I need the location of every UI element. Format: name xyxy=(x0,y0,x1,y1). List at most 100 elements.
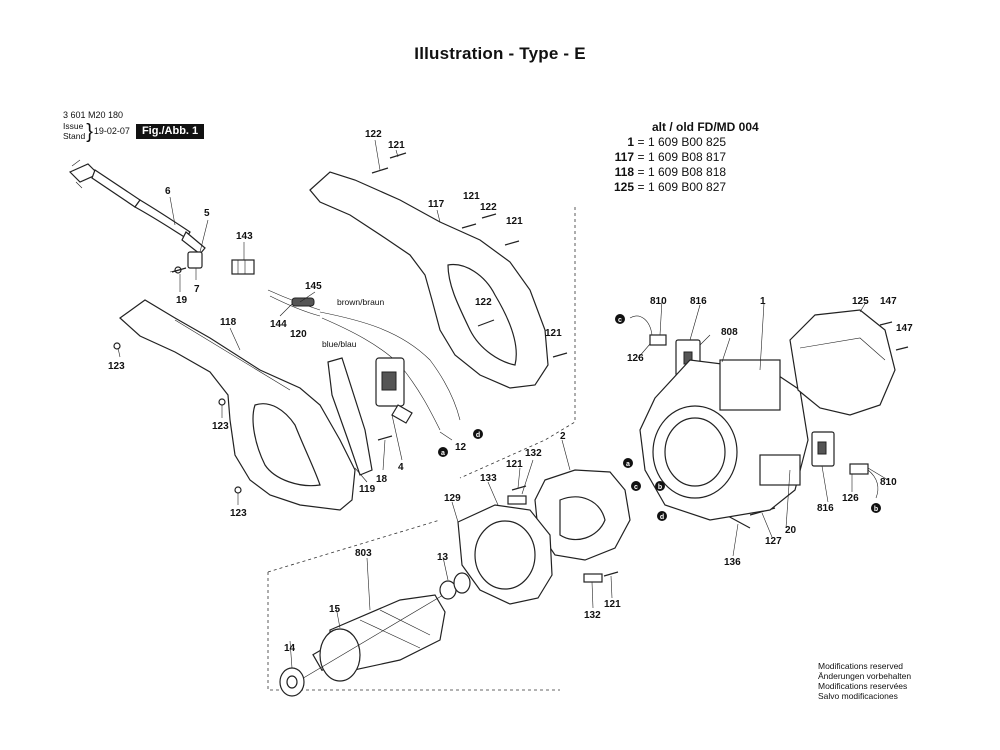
part-label: 810 xyxy=(650,296,667,307)
alt-old-key: 117 xyxy=(614,150,634,164)
power-cord-part xyxy=(68,159,206,255)
alt-old-heading: alt / old FD/MD 004 xyxy=(652,120,759,134)
part-label: 4 xyxy=(398,462,404,473)
handle-half-118-part xyxy=(119,299,356,511)
part-label: 123 xyxy=(230,508,247,519)
housing-shell-117-part xyxy=(309,171,549,389)
modifications-line: Modifications reservées xyxy=(818,681,908,691)
part-label: 143 xyxy=(236,231,253,242)
part-label: 121 xyxy=(506,216,523,227)
part-label: 7 xyxy=(194,284,200,295)
part-label: 1 xyxy=(760,296,766,307)
part-label: 121 xyxy=(463,191,480,202)
part-label: 126 xyxy=(842,493,859,504)
part-label: 121 xyxy=(604,599,621,610)
svg-text:c: c xyxy=(618,317,622,324)
part-label: 123 xyxy=(212,421,229,432)
part-label: 123 xyxy=(108,361,125,372)
part-label: 13 xyxy=(437,552,449,563)
svg-text:b: b xyxy=(658,484,662,491)
part-label: 816 xyxy=(690,296,707,307)
part-label: 122 xyxy=(480,202,497,213)
part-label: 803 xyxy=(355,548,372,559)
svg-text:c: c xyxy=(634,484,638,491)
leader-lines xyxy=(117,139,889,669)
switch-part xyxy=(375,357,413,424)
stand-label: Stand xyxy=(63,130,86,141)
part-label: 18 xyxy=(376,474,388,485)
cord-clamp-part xyxy=(169,251,203,274)
tag-c-icon: c xyxy=(615,314,625,324)
fan-baffle-133-part xyxy=(457,504,553,605)
tag-a-icon: a xyxy=(623,458,633,468)
svg-text:d: d xyxy=(476,432,480,439)
svg-text:a: a xyxy=(441,450,445,457)
part-label: 20 xyxy=(785,525,797,536)
brush-retainers-132-part xyxy=(507,495,603,583)
part-label: 15 xyxy=(329,604,341,615)
blue-wire-label: blue/blau xyxy=(322,339,357,349)
brace-icon: } xyxy=(86,120,93,143)
part-label: 122 xyxy=(365,129,382,140)
alt-old-key: 125 xyxy=(613,180,634,194)
part-labels: 122 121 117 121 122 121 12 122 121 6 5 1… xyxy=(108,129,913,654)
modifications-line: Modifications reserved xyxy=(818,661,904,671)
illustration-title: Illustration - Type - E xyxy=(414,44,586,63)
modifications-note: Modifications reserved Änderungen vorbeh… xyxy=(818,661,911,701)
figure-badge: Fig./Abb. 1 xyxy=(135,124,205,139)
alt-old-value: 1 609 B08 817 xyxy=(648,150,727,164)
terminal-block-part xyxy=(231,259,255,275)
svg-text:a: a xyxy=(626,461,630,468)
brush-holder-816b-part xyxy=(811,431,835,467)
modifications-line: Änderungen vorbehalten xyxy=(818,671,912,681)
part-label: 125 xyxy=(852,296,869,307)
alt-old-table: alt / old FD/MD 004 1=1 609 B00 825 117=… xyxy=(600,120,759,195)
part-label: 5 xyxy=(204,208,210,219)
part-number: 3 601 M20 180 xyxy=(63,110,124,120)
carbon-brush-810-part xyxy=(629,315,667,346)
svg-text:d: d xyxy=(660,514,664,521)
tag-d-icon: d xyxy=(657,511,667,521)
alt-old-value: 1 609 B00 825 xyxy=(648,135,727,149)
part-label: 132 xyxy=(584,610,601,621)
alt-old-key: 1 xyxy=(627,135,634,149)
issue-date: 19-02-07 xyxy=(93,126,130,136)
part-label: 117 xyxy=(428,199,445,210)
part-label: 121 xyxy=(506,459,523,470)
part-label: 19 xyxy=(176,295,188,306)
part-label: 144 xyxy=(270,319,287,330)
part-label: 12 xyxy=(455,442,467,453)
document-header: 3 601 M20 180 Issue Stand } 19-02-07 Fig… xyxy=(63,110,205,143)
part-label: 145 xyxy=(305,281,322,292)
motor-housing-part xyxy=(639,359,809,521)
group-frame-lower-diag xyxy=(267,519,441,573)
part-label: 132 xyxy=(525,448,542,459)
field-coil-part xyxy=(534,469,631,561)
armature-part xyxy=(299,584,461,682)
part-label: 816 xyxy=(817,503,834,514)
part-label: 810 xyxy=(880,477,897,488)
part-label: 2 xyxy=(560,431,566,442)
part-label: 122 xyxy=(475,297,492,308)
modifications-line: Salvo modificaciones xyxy=(818,691,898,701)
part-label: 118 xyxy=(220,317,237,328)
carbon-brush-810b-part xyxy=(849,463,879,499)
part-label: 808 xyxy=(721,327,738,338)
part-label: 133 xyxy=(480,473,497,484)
bearing-parts xyxy=(279,572,471,697)
tag-c-icon: c xyxy=(631,481,641,491)
part-label: 136 xyxy=(724,557,741,568)
tag-a-icon: a xyxy=(438,447,448,457)
part-label: 121 xyxy=(545,328,562,339)
part-label: 119 xyxy=(359,484,376,495)
tag-b-icon: b xyxy=(655,481,665,491)
part-label: 121 xyxy=(388,140,405,151)
part-label: 14 xyxy=(284,643,296,654)
reference-tags: a b c d a d c b xyxy=(438,314,881,521)
group-frame-lower xyxy=(267,572,560,691)
alt-old-value: 1 609 B00 827 xyxy=(648,180,727,194)
part-label: 120 xyxy=(290,329,307,340)
part-label: 6 xyxy=(165,186,171,197)
tag-b-icon: b xyxy=(871,503,881,513)
